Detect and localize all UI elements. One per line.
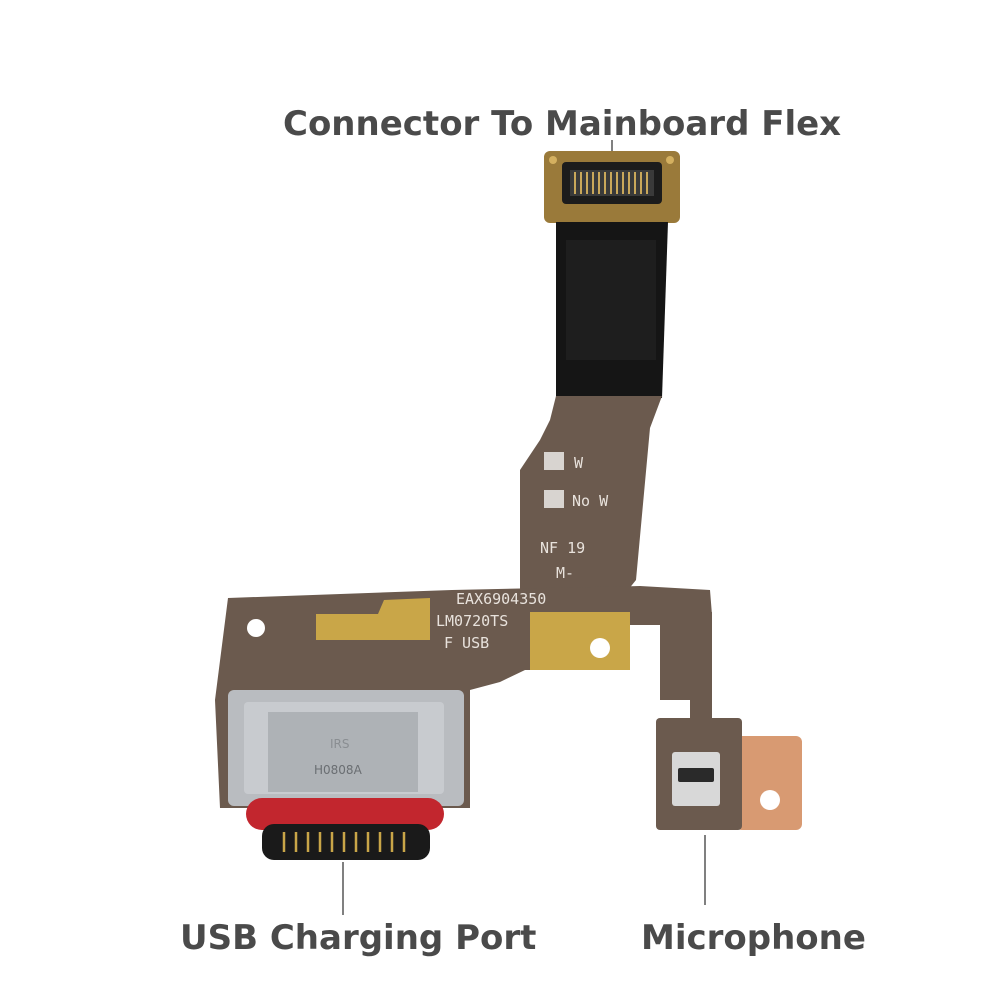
connector-label: Connector To Mainboard Flex — [283, 104, 842, 144]
mid-flex-pcb — [520, 396, 662, 590]
gold-plate-right — [530, 612, 630, 670]
usb-port-label: USB Charging Port — [180, 918, 537, 958]
mic-flex-arm — [676, 612, 712, 720]
gold-plate-left — [316, 598, 430, 640]
silk-w: W — [574, 454, 584, 472]
silk-fusb: F USB — [444, 634, 489, 652]
silk-eax: EAX6904350 — [456, 590, 546, 608]
silk-nf: NF 19 — [540, 539, 585, 557]
silk-m: M- — [556, 564, 574, 582]
microphone-board — [656, 718, 802, 830]
port-mark: H0808A — [314, 763, 363, 777]
silk-no-w: No W — [572, 492, 609, 510]
port-logo: IRS — [330, 737, 350, 751]
microphone-label: Microphone — [641, 918, 866, 958]
silk-lm: LM0720TS — [436, 612, 508, 630]
usb-c-port — [246, 798, 444, 860]
mainboard-connector — [544, 151, 680, 223]
